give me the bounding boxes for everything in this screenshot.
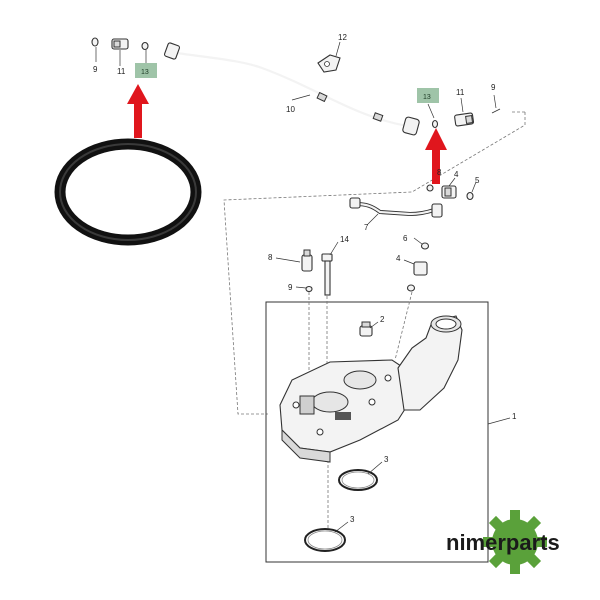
clamp-part	[317, 54, 341, 73]
callout-3: 3	[384, 455, 389, 464]
callout-5: 5	[475, 176, 480, 185]
right-fittings	[426, 184, 474, 201]
callout-9: 9	[93, 65, 98, 74]
highlight-box-13-left	[135, 63, 157, 78]
bolt	[321, 253, 333, 296]
callout-12: 12	[338, 33, 347, 42]
callout-6: 6	[403, 234, 408, 243]
red-arrow-right	[425, 128, 447, 184]
callout-9: 9	[491, 83, 496, 92]
gear-icon	[483, 510, 547, 574]
callout-1: 1	[512, 412, 517, 421]
callout-2: 2	[380, 315, 385, 324]
oring-enlarged	[54, 138, 202, 246]
plug	[359, 321, 373, 337]
callout-10: 10	[286, 105, 295, 114]
callout-4: 4	[454, 170, 459, 179]
brand-name: nimerparts	[446, 530, 560, 555]
callout-3: 3	[350, 515, 355, 524]
left-sensor	[301, 249, 313, 293]
callout-8: 8	[437, 168, 442, 177]
small-pipe	[349, 197, 443, 218]
housing-frame	[265, 301, 489, 563]
upper-right-fittings	[431, 108, 501, 129]
seal-lower	[304, 528, 346, 552]
upper-left-fittings	[91, 37, 149, 51]
seal-upper	[338, 469, 378, 491]
callout-14: 14	[340, 235, 349, 244]
callout-13: 13	[141, 69, 149, 76]
callout-7: 7	[364, 223, 369, 232]
callout-4: 4	[396, 254, 401, 263]
callout-8: 8	[268, 253, 273, 262]
assembly-outline	[223, 112, 526, 415]
thermostat-housing	[279, 315, 463, 463]
highlight-box-13-right	[417, 88, 439, 103]
callout-11: 11	[456, 88, 465, 97]
red-arrow-left	[127, 84, 149, 138]
pipe-assembly	[163, 42, 420, 136]
callout-11: 11	[117, 67, 126, 76]
middle-fittings	[406, 242, 430, 292]
brand-logo: nimerparts	[446, 510, 560, 574]
callout-9: 9	[288, 283, 293, 292]
callout-13: 13	[423, 94, 431, 101]
